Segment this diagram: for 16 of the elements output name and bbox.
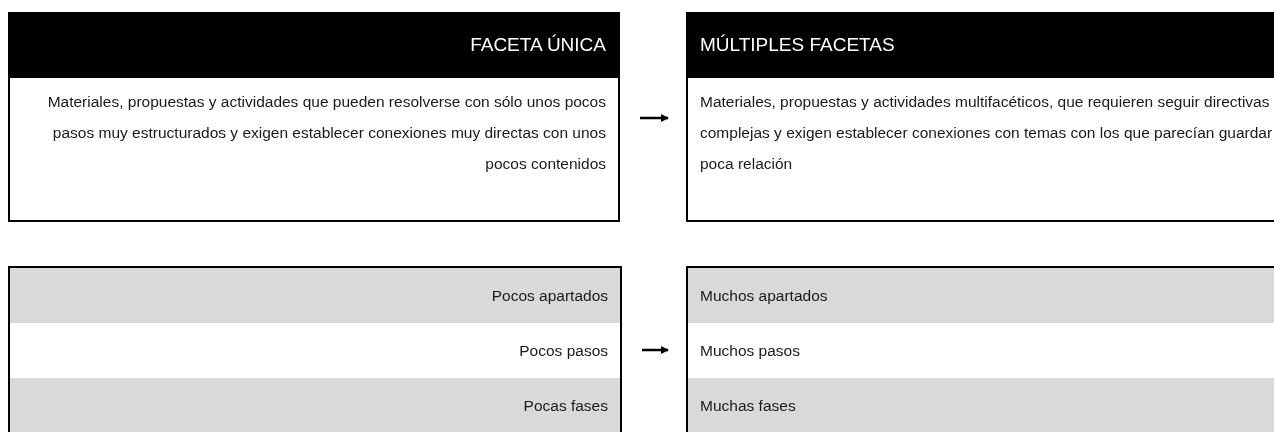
row-text: Muchos pasos [700, 341, 800, 360]
header-title: FACETA ÚNICA [470, 34, 606, 56]
arrow [642, 346, 669, 354]
row-text: Pocos pasos [519, 341, 608, 360]
row-text: Muchas fases [700, 396, 796, 415]
description-text: Materiales, propuestas y actividades multifacéticos, que requieren seguir directivas complejas y exigen establecer conexiones con temas con los que parecían guardar poca relación [699, 92, 1274, 174]
row-text: Muchos apartados [700, 286, 828, 305]
header-title: MÚLTIPLES FACETAS [700, 34, 895, 56]
arrow [640, 114, 669, 122]
text-card [686, 12, 1274, 222]
text-card [8, 12, 620, 222]
description-text: Materiales, propuestas y actividades que pueden resolverse con sólo unos pocos pasos muy estructurados y exigen establecer conexiones muy directas con unos pocos contenidos [46, 92, 607, 174]
row-text: Pocos apartados [491, 286, 608, 305]
row-text: Pocas fases [523, 396, 608, 415]
list-table [686, 266, 1274, 432]
list-table [8, 266, 622, 432]
